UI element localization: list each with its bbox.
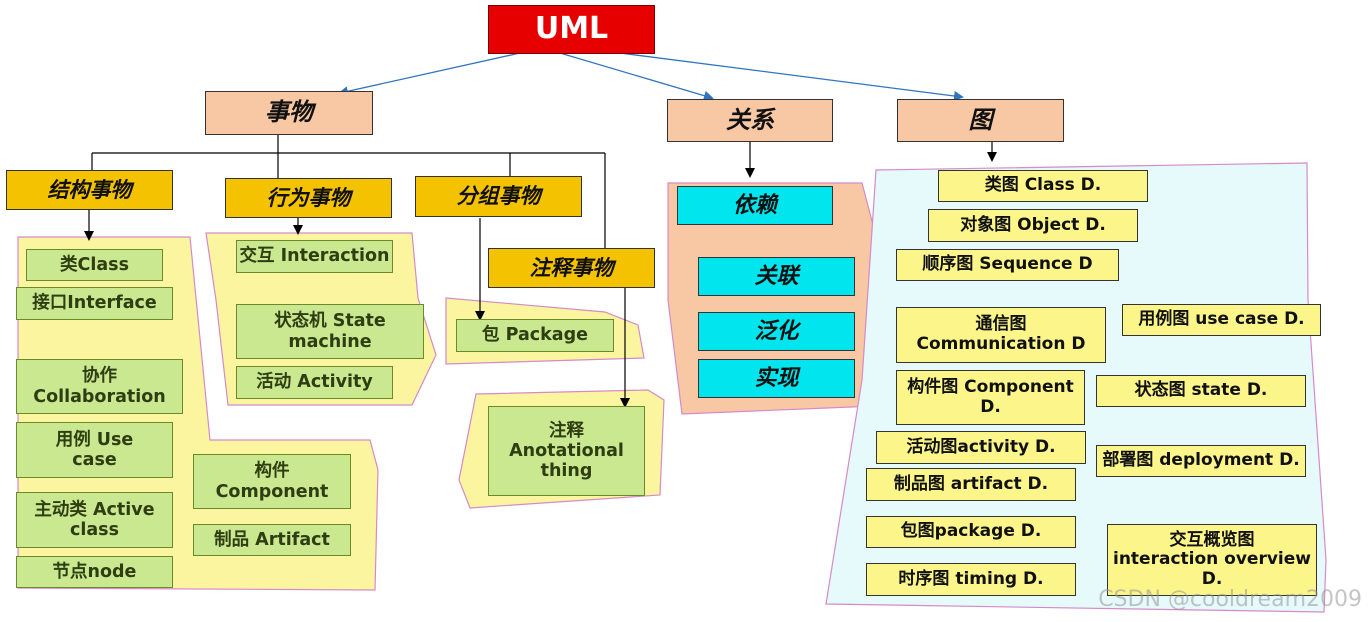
item-active-class: 主动类 Active class — [16, 492, 173, 548]
diagram-package: 包图package D. — [866, 516, 1076, 548]
group-grouping: 分组事物 — [415, 176, 582, 217]
diagram-sequence: 顺序图 Sequence D — [896, 249, 1119, 281]
item-state-machine: 状态机 State machine — [236, 304, 424, 359]
diagram-interaction-overview: 交互概览图 interaction overview D. — [1107, 524, 1317, 596]
item-component: 构件 Component — [193, 454, 351, 509]
relation-generalization: 泛化 — [698, 312, 855, 351]
relation-realization: 实现 — [698, 359, 855, 398]
connector-uml-things — [338, 52, 521, 97]
diagram-object: 对象图 Object D. — [928, 209, 1138, 242]
group-structural: 结构事物 — [6, 170, 173, 210]
connector-uml-relations — [559, 52, 714, 101]
relation-association: 关联 — [698, 257, 855, 296]
item-artifact: 制品 Artifact — [193, 524, 351, 556]
item-package: 包 Package — [456, 319, 614, 352]
diagram-class: 类图 Class D. — [938, 170, 1148, 202]
diagram-activity: 活动图activity D. — [876, 431, 1086, 464]
diagram-use-case: 用例图 use case D. — [1122, 304, 1321, 336]
uml-root-node: UML — [488, 5, 655, 54]
item-interface: 接口Interface — [16, 287, 173, 320]
group-behavioral: 行为事物 — [225, 178, 392, 218]
diagram-state: 状态图 state D. — [1096, 375, 1306, 407]
diagram-component: 构件图 Component D. — [896, 370, 1085, 425]
connector-uml-diagrams — [619, 52, 964, 101]
item-class: 类Class — [26, 249, 163, 281]
item-interaction: 交互 Interaction — [236, 240, 393, 273]
diagram-deployment: 部署图 deployment D. — [1096, 445, 1306, 477]
item-annotational-thing: 注释 Anotational thing — [488, 406, 645, 496]
category-relations: 关系 — [667, 99, 833, 142]
diagram-timing: 时序图 timing D. — [866, 563, 1076, 596]
item-activity: 活动 Activity — [236, 366, 393, 399]
diagram-artifact: 制品图 artifact D. — [866, 468, 1076, 501]
item-collaboration: 协作 Collaboration — [16, 359, 183, 414]
diagram-communication: 通信图 Communication D — [896, 307, 1106, 363]
category-diagrams: 图 — [897, 99, 1064, 142]
item-node: 节点node — [16, 556, 173, 588]
watermark: CSDN @cooldream2009 — [1098, 587, 1362, 612]
category-things: 事物 — [205, 91, 373, 135]
relation-dependency: 依赖 — [677, 186, 833, 225]
group-annotation: 注释事物 — [488, 248, 655, 288]
item-use-case: 用例 Use case — [16, 422, 173, 478]
